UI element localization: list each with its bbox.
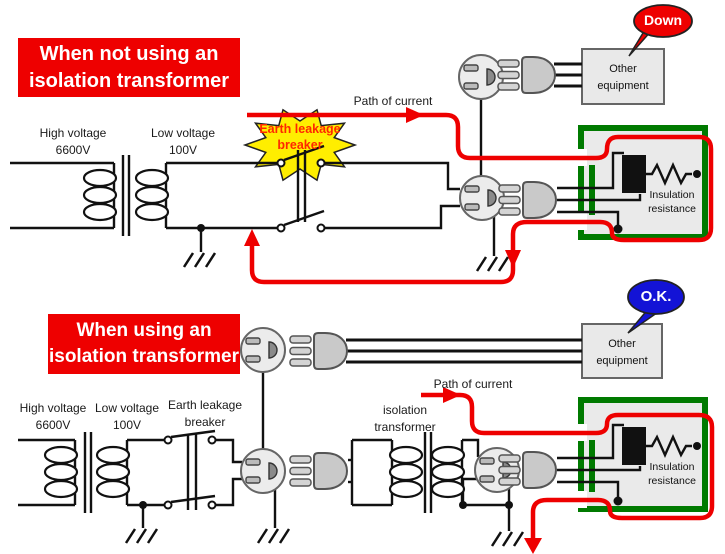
current-path-arrows-top [244, 107, 521, 268]
insulation-plate-bottom [622, 427, 646, 465]
other-equipment-label-top: Other equipment [582, 61, 664, 94]
status-text: O.K. [640, 288, 672, 305]
label-line: Path of current [433, 377, 513, 391]
banner-line: When using an [76, 320, 212, 342]
insulation-resistance-label-bottom: Insulation resistance [635, 461, 709, 488]
high-voltage-label-bottom: High voltage 6600V [4, 400, 102, 435]
power-plug-bottom-right [498, 451, 557, 489]
label-line: 100V [168, 143, 198, 158]
label-line: isolation [382, 403, 428, 417]
leakage-current-path-top [247, 112, 714, 285]
banner-not-using: When not using an isolation transformer [18, 38, 240, 97]
wall-outlet-bottom-mid [240, 448, 286, 494]
other-equipment-box-bottom [581, 323, 663, 379]
label-line: 100V [112, 418, 142, 433]
power-plug-bottom-upper [289, 332, 348, 370]
label-line: Other [609, 63, 637, 75]
insulation-resistance-enclosure-bottom [574, 397, 708, 512]
junction-dots-top [197, 170, 701, 234]
banner-line: When not using an [39, 42, 219, 65]
label-line: 6600V [35, 418, 71, 433]
junction-dots-bottom [139, 442, 701, 509]
label-line: Other [608, 338, 636, 350]
label-line: High voltage [39, 126, 107, 140]
wall-outlet-top-lower [459, 175, 505, 221]
label-line: Path of current [353, 94, 433, 108]
low-voltage-label-bottom: Low voltage 100V [78, 400, 176, 435]
wall-outlet-bottom-upper [240, 327, 286, 373]
ground-symbols-bottom [124, 528, 525, 547]
ok-bubble-label: O.K. [627, 288, 685, 306]
label-line: Insulation [649, 461, 695, 473]
power-plug-top-upper [497, 56, 556, 94]
label-line: High voltage [19, 401, 87, 415]
other-equipment-label-bottom: Other equipment [582, 336, 662, 369]
label-line: Earth leakage [167, 398, 243, 412]
label-line: breaker [184, 415, 226, 430]
label-line: breaker [277, 138, 323, 153]
label-line: equipment [597, 79, 649, 92]
isolation-transformer-label: isolation transformer [356, 402, 454, 437]
leakage-current-path-bottom [421, 392, 715, 540]
banner-line: isolation transformer [28, 69, 230, 92]
label-line: resistance [648, 202, 696, 215]
power-plug-top-lower [498, 181, 557, 219]
banner-line: isolation transformer [48, 346, 240, 367]
earth-leakage-breaker-label-bottom: Earth leakage breaker [156, 397, 254, 432]
label-line: Insulation [649, 189, 695, 201]
label-line: Low voltage [94, 401, 160, 415]
label-line: resistance [648, 474, 696, 487]
ground-symbols-top [182, 252, 510, 272]
label-line: transformer [374, 420, 436, 435]
path-of-current-label-top: Path of current [338, 93, 448, 110]
breaker-contacts-bottom [163, 435, 217, 510]
insulation-plate-top [622, 155, 646, 193]
label-line: 6600V [55, 143, 91, 158]
high-voltage-label-top: High voltage 6600V [23, 125, 123, 160]
earth-leakage-breaker-label-top: Earth leakage breaker [243, 121, 357, 154]
insulation-resistance-label-top: Insulation resistance [635, 189, 709, 216]
wall-outlet-top-upper [458, 54, 504, 100]
breaker-contacts-top [276, 158, 326, 233]
equipment-cables [346, 62, 582, 364]
low-voltage-label-top: Low voltage 100V [133, 125, 233, 160]
current-path-arrows-bottom [443, 387, 542, 554]
label-line: Low voltage [150, 126, 216, 140]
label-line: equipment [596, 354, 648, 367]
ok-bubble [627, 279, 685, 334]
transformer-coils-bottom [43, 445, 466, 499]
label-line: Earth leakage [259, 122, 341, 136]
banner-using: When using an isolation transformer [48, 314, 240, 374]
down-bubble [628, 4, 693, 57]
path-of-current-label-bottom: Path of current [418, 376, 528, 393]
status-text: Down [643, 12, 683, 28]
power-plug-bottom-mid [289, 452, 348, 490]
down-bubble-label: Down [634, 12, 692, 28]
transformer-coils-top [82, 168, 170, 222]
